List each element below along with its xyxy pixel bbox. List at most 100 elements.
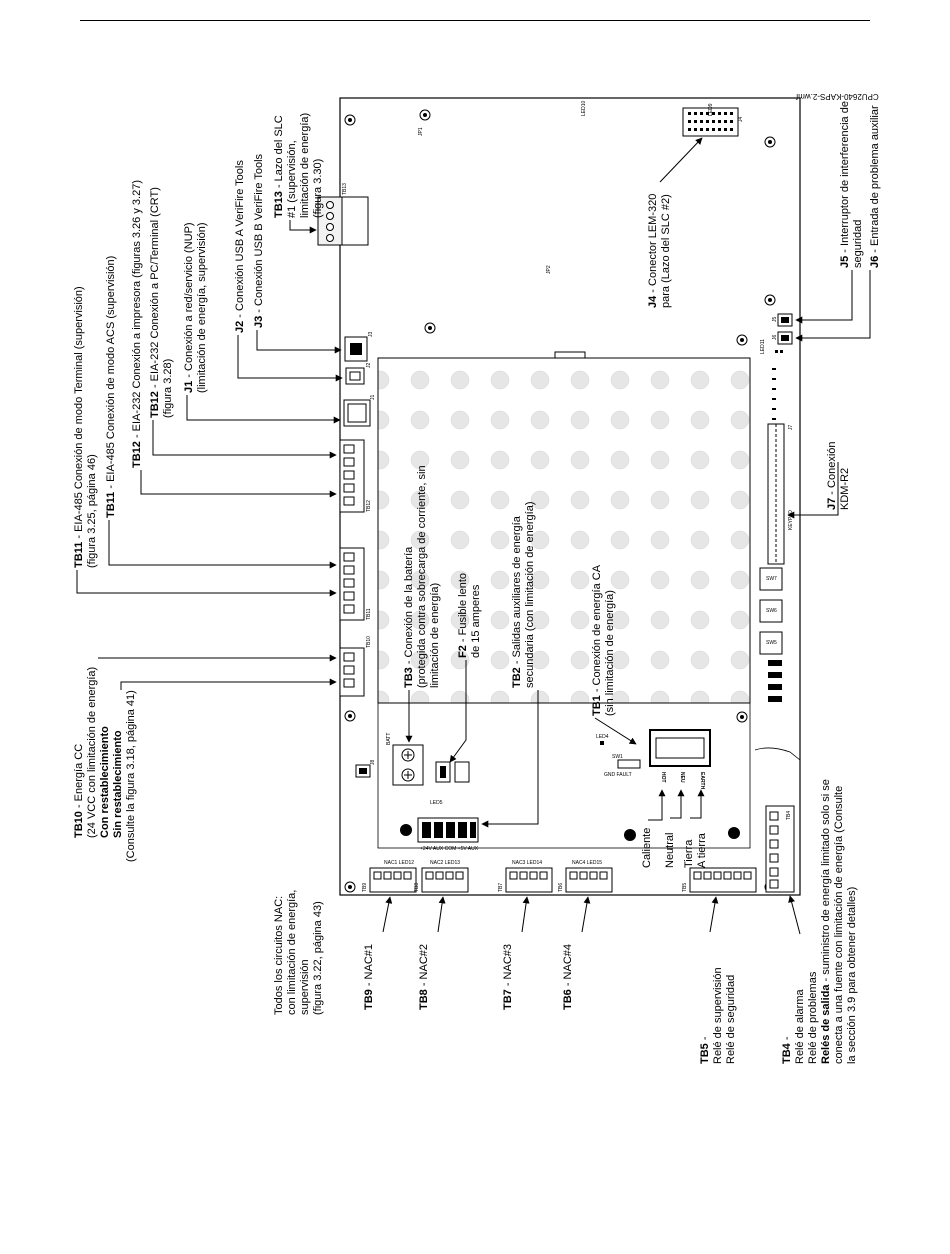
board-tb9-label: TB9: [362, 883, 368, 892]
callout-tb4-line4: Relés de salida - suministro de energía …: [820, 779, 832, 1064]
power-section: [377, 702, 751, 849]
tb2-aux-terminal: +24V AUX COM +5V AUX LED5: [417, 800, 479, 852]
board-keypad-label: KEYPAD: [788, 510, 794, 530]
callout-f2-line2: de 15 amperes: [470, 584, 482, 658]
board-sw1-labels: GND FAULT: [604, 772, 632, 778]
board-jp2-label: JP2: [546, 265, 552, 274]
tb13-connector: TB13: [317, 183, 369, 246]
label-a-tierra: A tierra: [696, 832, 708, 868]
tb1-ac-terminal: HOT NEU EARTH GND FAULT SW1 LED4: [596, 729, 711, 790]
board-hot-label: HOT: [660, 772, 666, 783]
callout-tb2-line2: secundaria (con limitación de energía): [524, 502, 536, 689]
tb11-connector: TB11: [339, 547, 372, 621]
nac-note-line3: supervisión: [299, 959, 311, 1015]
circuit-board: CPU2640-KAPS-2.wmf: [317, 92, 879, 896]
callout-tb10-with-reset: Con restablecimiento: [99, 726, 111, 838]
board-nac2-led-label: NAC2 LED13: [430, 860, 460, 866]
mounting-holes: [344, 109, 776, 893]
callout-tb4: TB4 -: [781, 1036, 793, 1064]
callout-tb10-ref: (Consulte la figura 3.18, página 41): [125, 690, 137, 862]
callout-j5-line2: seguridad: [852, 220, 864, 268]
tb6-nac4-block: TB6 NAC4 LED15: [558, 860, 613, 893]
callout-tb1-line2: (sin limitación de energía): [604, 590, 616, 716]
callout-tb4-line5: conecta a una fuente con limitación de e…: [833, 786, 845, 1064]
callout-j3: J3 - Conexión USB B VeriFire Tools: [253, 153, 265, 328]
board-led10-label: LED10: [581, 100, 587, 116]
board-tb13-label: TB13: [342, 183, 348, 195]
callout-tb9: TB9 - NAC#1: [363, 944, 375, 1010]
callout-j1: J1 - Conexión a red/servicio (NUP): [183, 222, 195, 393]
label-tierra: Tierra: [683, 839, 695, 868]
board-jp1-label: JP1: [418, 127, 424, 136]
board-tb12-label: TB12: [366, 500, 372, 512]
board-earth-label: EARTH: [699, 772, 705, 790]
board-led5-label: LED5: [430, 800, 443, 806]
tb12-connector: TB12: [339, 439, 372, 513]
callout-tb13: TB13 - Lazo del SLC: [273, 115, 285, 218]
callout-tb13-line3: limitación de energía): [299, 113, 311, 218]
callout-j7-line2: KDM-R2: [839, 468, 851, 510]
callout-tb12-pc: TB12 - EIA-232 Conexión a PC/Terminal (C…: [149, 187, 161, 418]
board-tb2-pin-labels: +24V AUX COM +5V AUX: [420, 846, 479, 852]
board-nac4-led-label: NAC4 LED15: [572, 860, 602, 866]
board-tb8-label: TB8: [414, 883, 420, 892]
top-rule: [80, 20, 870, 21]
board-j1-label: J1: [370, 395, 376, 401]
board-j6-label: J6: [772, 335, 778, 341]
board-sw7-label: SW7: [766, 576, 777, 582]
j5-j6-connectors: J5 J6: [772, 313, 793, 345]
board-tb4-label: TB4: [786, 811, 792, 820]
callout-tb5: TB5 -: [699, 1036, 711, 1064]
board-j7-label: J7: [788, 425, 794, 431]
callout-j1-detail: (limitación de energía, supervisión): [196, 222, 208, 393]
board-j3-label: J3: [368, 332, 374, 338]
f2-fuse: [435, 761, 470, 783]
board-sw6-label: SW6: [766, 608, 777, 614]
j4-connector: J4: [682, 107, 744, 137]
nac-note-line1: Todos los circuitos NAC:: [273, 896, 285, 1015]
callout-j6: J6 - Entrada de problema auxiliar: [869, 105, 881, 268]
callout-tb11-acs: TB11 - EIA-485 Conexión de modo ACS (sup…: [105, 256, 117, 518]
callout-j4: J4 - Conector LEM-320: [647, 194, 659, 308]
callout-tb7: TB7 - NAC#3: [502, 944, 514, 1010]
board-led9-label: LED9: [708, 103, 714, 116]
board-tb10-label: TB10: [366, 636, 372, 648]
board-nac3-led-label: NAC3 LED14: [512, 860, 542, 866]
callout-tb5-line3: Relé de seguridad: [725, 975, 737, 1064]
callout-tb1: TB1 - Conexión de energía CA: [591, 564, 603, 716]
board-j4-label: J4: [738, 117, 744, 123]
callout-tb5-line2: Relé de supervisión: [712, 967, 724, 1064]
tb9-nac1-block: TB9 NAC1 LED12: [362, 860, 417, 893]
callout-j7: J7 - Conexión: [826, 441, 838, 510]
board-tb6-label: TB6: [558, 883, 564, 892]
board-led4-label: LED4: [596, 734, 609, 740]
callout-tb12-printer: TB12 - EIA-232 Conexión a impresora (fig…: [131, 180, 143, 468]
board-batt-label: BATT: [386, 733, 392, 745]
callout-tb4-line2: Relé de alarma: [794, 989, 806, 1064]
callout-tb3-line3: limitación de energía): [429, 583, 441, 688]
led-column: LED11: [760, 339, 783, 420]
label-caliente: Caliente: [641, 828, 653, 868]
callout-tb3: TB3 - Conexión de la batería: [403, 546, 415, 688]
nac-note-line2: con limitación de energía,: [286, 890, 298, 1015]
callout-tb10: TB10 - Energía CC: [73, 744, 85, 838]
callout-tb12-pc-ref: (figura 3.28): [162, 359, 174, 418]
callout-tb6: TB6 - NAC#4: [562, 944, 574, 1010]
board-tb11-label: TB11: [366, 608, 372, 620]
board-tb5-label: TB5: [682, 883, 688, 892]
callout-tb11-terminal-ref: (figura 3.25, página 46): [86, 454, 98, 568]
callout-j5: J5 - Interruptor de interferencia de: [839, 101, 851, 268]
tb3-battery-terminal: BATT: [386, 733, 424, 786]
tb8-nac2-block: TB8 NAC2 LED13: [414, 860, 469, 893]
callout-tb13-line2: #1 (supervisión,: [286, 140, 298, 218]
callout-tb3-line2: (protegida contra sobrecarga de corrient…: [416, 465, 428, 688]
callout-tb4-line3: Relé de problemas: [807, 971, 819, 1064]
tb10-connector: TB10: [339, 636, 372, 697]
j8-connector: J8: [355, 760, 376, 778]
board-nac1-led-label: NAC1 LED12: [384, 860, 414, 866]
board-j5-label: J5: [772, 317, 778, 323]
callout-tb2: TB2 - Salidas auxiliares de energía: [511, 515, 523, 688]
usb-and-network-connectors: J3 J2 J1: [343, 332, 376, 427]
board-j2-label: J2: [366, 363, 372, 369]
